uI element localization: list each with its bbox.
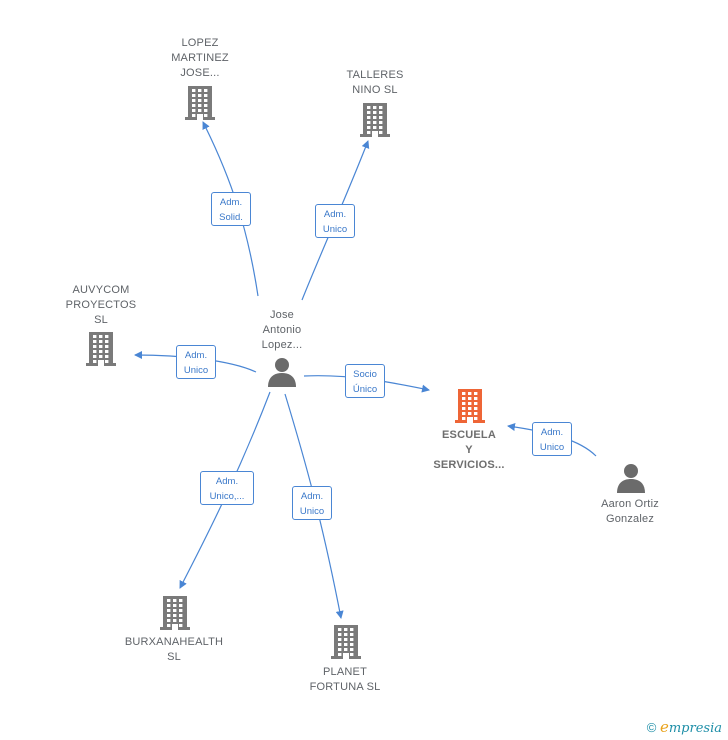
node-label-talleres[interactable]: TALLERES NINO SL [346, 69, 404, 96]
edge-label-jose-auvycom[interactable]: Adm. Unico [176, 345, 216, 379]
brand-initial: e [659, 718, 669, 736]
node-label-planet[interactable]: PLANET FORTUNA SL [309, 666, 381, 693]
building-icon-lopez[interactable] [185, 86, 215, 125]
node-label-jose[interactable]: Jose Antonio Lopez... [261, 309, 303, 351]
node-label-lopez[interactable]: LOPEZ MARTINEZ JOSE... [171, 37, 229, 79]
brand-footer[interactable]: © empresia [647, 718, 722, 736]
edge-label-aaron-escuela[interactable]: Adm. Unico [532, 422, 572, 456]
building-icon-planet[interactable] [331, 625, 361, 664]
node-label-aaron[interactable]: Aaron Ortiz Gonzalez [601, 498, 659, 525]
building-icon-escuela[interactable] [455, 389, 485, 428]
edge-label-jose-planet[interactable]: Adm. Unico [292, 486, 332, 520]
edge-label-jose-burxana[interactable]: Adm. Unico,... [200, 471, 254, 505]
person-icon-jose[interactable] [267, 357, 297, 392]
edge-label-jose-lopez[interactable]: Adm. Solid. [211, 192, 251, 226]
node-label-escuela[interactable]: ESCUELA Y SERVICIOS... [433, 429, 505, 471]
person-icon-aaron[interactable] [616, 463, 646, 498]
building-icon-auvycom[interactable] [86, 332, 116, 371]
node-label-auvycom[interactable]: AUVYCOM PROYECTOS SL [65, 284, 137, 326]
brand-name: mpresia [668, 721, 722, 736]
building-icon-talleres[interactable] [360, 103, 390, 142]
node-label-burxana[interactable]: BURXANAHEALTH SL [124, 636, 224, 663]
building-icon-burxana[interactable] [160, 596, 190, 635]
copyright-icon: © [646, 720, 657, 735]
edge-label-jose-talleres[interactable]: Adm. Unico [315, 204, 355, 238]
edge-label-jose-escuela[interactable]: Socio Único [345, 364, 385, 398]
